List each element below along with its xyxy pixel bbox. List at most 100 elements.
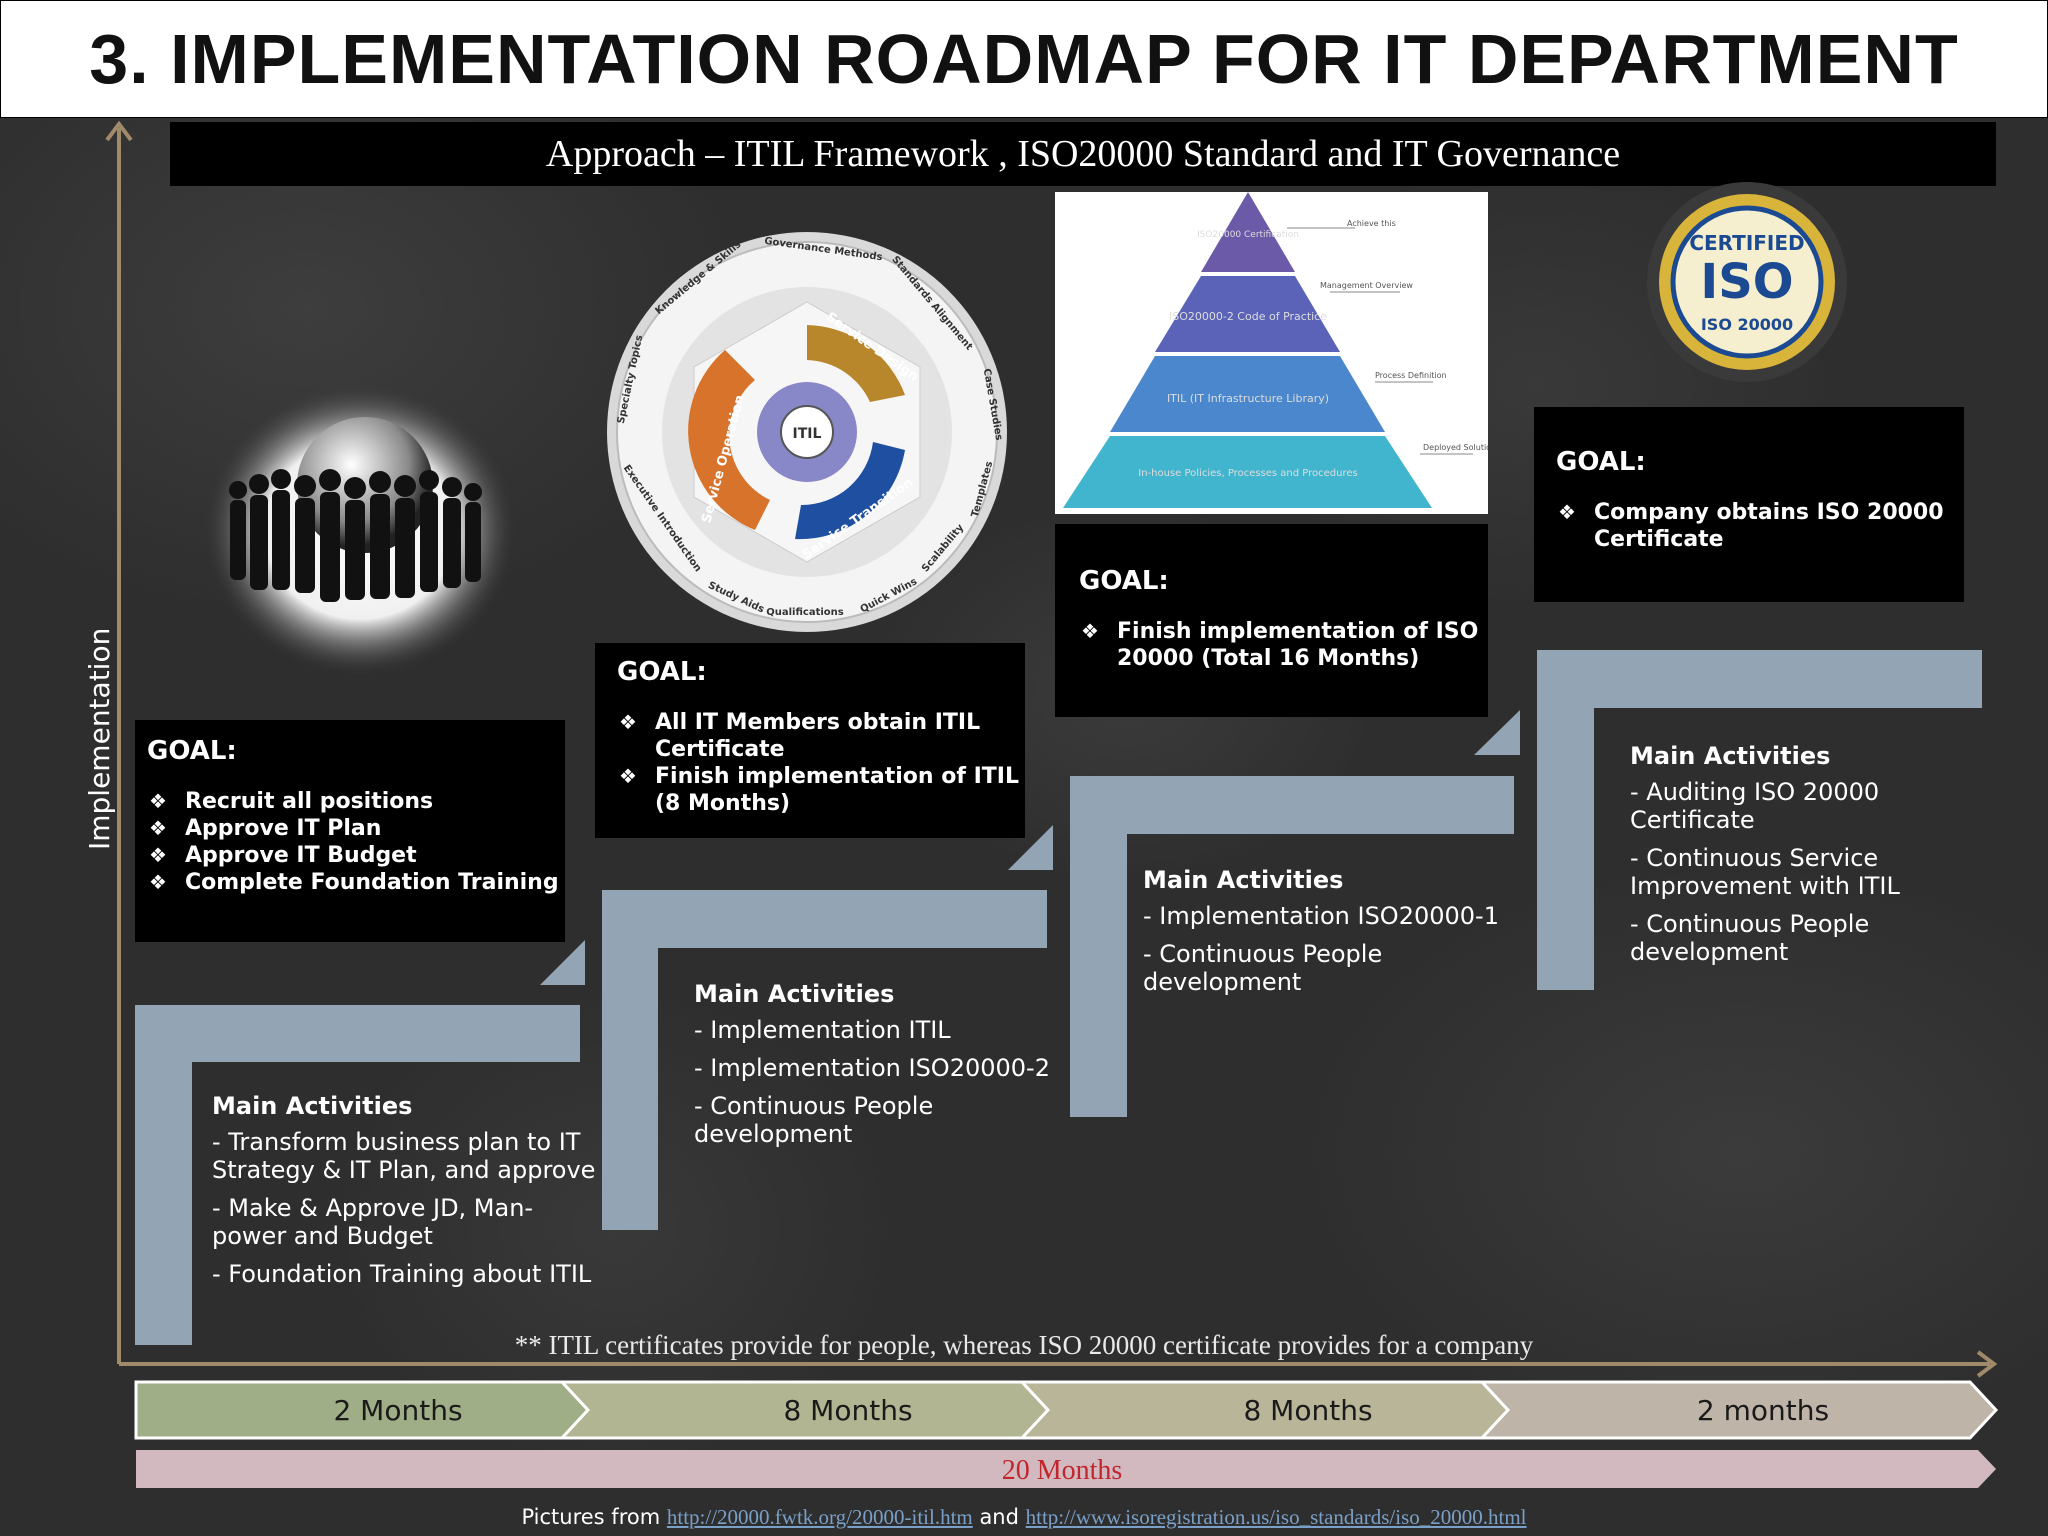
step-shape-1 [135, 1005, 580, 1345]
goal-box-2: GOAL: ❖All IT Members obtain ITIL Certif… [595, 643, 1025, 838]
pyramid-tier-1 [1201, 192, 1295, 272]
goal-heading: GOAL: [147, 736, 237, 766]
pyramid-tier-3 [1110, 356, 1385, 432]
activity-item: - Implementation ISO20000-1 [1143, 902, 1499, 930]
goal-heading: GOAL: [1079, 566, 1169, 596]
goal-heading: GOAL: [1556, 447, 1646, 477]
goal-item: ❖Recruit all positions [149, 789, 434, 814]
activity-item: - Continuous Service Improvement with IT… [1630, 844, 1900, 900]
activities-heading: Main Activities [694, 980, 895, 1008]
goal-item: ❖Approve IT Plan [149, 816, 382, 841]
iso-badge-top-text: CERTIFIED [1689, 231, 1804, 255]
activity-item: - Continuous People development [1143, 940, 1383, 996]
activity-item: - Continuous People development [694, 1092, 934, 1148]
iso-pyramid-image: ISO20000 Certification ISO20000-2 Code o… [1055, 192, 1488, 514]
step-connector-1 [540, 940, 585, 985]
bullet-icon: ❖ [619, 764, 637, 788]
credits-joiner: and [979, 1505, 1019, 1529]
pyramid-side-label-1: Achieve this [1347, 219, 1396, 228]
pyramid-tier-2-label: ISO20000-2 Code of Practice [1169, 310, 1327, 323]
bullet-icon: ❖ [149, 870, 167, 894]
ring-label-6: Qualifications [766, 607, 844, 618]
step-connector-3 [1474, 710, 1520, 755]
total-duration-label: 20 Months [1002, 1455, 1123, 1486]
iso-certified-badge-image: CERTIFIED ISO ISO 20000 [1647, 182, 1847, 382]
activities-heading: Main Activities [212, 1092, 413, 1120]
goal-item: ❖Complete Foundation Training [149, 870, 559, 895]
activity-item: - Make & Approve JD, Man-power and Budge… [212, 1194, 534, 1250]
goal-box-1: GOAL: ❖Recruit all positions ❖Approve IT… [135, 720, 565, 942]
bullet-icon: ❖ [149, 816, 167, 840]
iso-badge-center-text: ISO [1700, 254, 1793, 310]
goal-list: ❖Finish implementation of ISO 20000 (Tot… [1079, 618, 1488, 672]
pyramid-side-label-4: Deployed Solution [1423, 443, 1488, 452]
pyramid-tier-4-label: In-house Policies, Processes and Procedu… [1138, 468, 1358, 479]
goal-item: ❖Finish implementation of ISO 20000 (Tot… [1081, 619, 1479, 671]
duration-label-4: 2 months [1697, 1394, 1829, 1427]
duration-label-2: 8 Months [783, 1394, 912, 1427]
goal-item: ❖Finish implementation of ITIL (8 Months… [619, 764, 1019, 816]
bullet-icon: ❖ [149, 789, 167, 813]
service-design-arc [807, 325, 905, 402]
duration-band-4 [1478, 1380, 1999, 1440]
title-bar: 3. IMPLEMENTATION ROADMAP FOR IT DEPARTM… [0, 0, 2048, 118]
pyramid-tier-2 [1155, 276, 1340, 352]
activity-item: - Transform business plan to IT Strategy… [212, 1128, 596, 1184]
page-title: 3. IMPLEMENTATION ROADMAP FOR IT DEPARTM… [89, 20, 1959, 98]
y-axis-arrow-icon [105, 120, 133, 142]
total-duration-bar [136, 1450, 1996, 1488]
step-shape-3 [1070, 776, 1514, 1117]
activities-heading: Main Activities [1143, 866, 1344, 894]
pyramid-tier-3-label: ITIL (IT Infrastructure Library) [1167, 392, 1329, 405]
bullet-icon: ❖ [1558, 500, 1576, 524]
activity-item: - Implementation ISO20000-2 [694, 1054, 1050, 1082]
goal-box-3: GOAL: ❖Finish implementation of ISO 2000… [1055, 524, 1488, 717]
goal-item: ❖All IT Members obtain ITIL Certificate [619, 710, 981, 762]
pyramid-side-label-2: Management Overview [1320, 281, 1413, 290]
activity-item: - Implementation ITIL [694, 1016, 951, 1044]
activity-item: - Continuous People development [1630, 910, 1870, 966]
duration-label-1: 2 Months [333, 1394, 462, 1427]
goal-heading: GOAL: [617, 657, 707, 687]
pyramid-tier-1-label: ISO20000 Certification [1197, 230, 1299, 240]
goal-list: ❖Recruit all positions ❖Approve IT Plan … [147, 788, 565, 896]
step-connector-2 [1008, 825, 1053, 870]
activities-2: Main Activities - Implementation ITIL - … [694, 980, 1054, 1158]
people-silhouettes-icon [229, 469, 482, 602]
duration-label-3: 8 Months [1243, 1394, 1372, 1427]
pyramid-side-label-3: Process Definition [1375, 371, 1447, 380]
activities-4: Main Activities - Auditing ISO 20000 Cer… [1630, 742, 1960, 976]
activity-item: - Foundation Training about ITIL [212, 1260, 592, 1288]
goal-list: ❖All IT Members obtain ITIL Certificate … [617, 709, 1025, 817]
step-shape-4 [1537, 650, 1982, 990]
bullet-icon: ❖ [1081, 619, 1099, 643]
pyramid-tier-4 [1063, 436, 1432, 508]
goal-item: ❖Approve IT Budget [149, 843, 417, 868]
goal-box-4: GOAL: ❖Company obtains ISO 20000 Certifi… [1534, 407, 1964, 602]
page-subtitle: Approach – ITIL Framework , ISO20000 Sta… [545, 133, 1621, 175]
service-operation-arc [688, 350, 770, 530]
credit-link-2[interactable]: http://www.isoregistration.us/iso_standa… [1025, 1505, 1527, 1529]
activities-1: Main Activities - Transform business pla… [212, 1092, 602, 1298]
subtitle-bar: Approach – ITIL Framework , ISO20000 Sta… [170, 122, 1996, 186]
activities-3: Main Activities - Implementation ISO2000… [1143, 866, 1513, 1006]
service-transition-arc [795, 442, 905, 540]
activities-heading: Main Activities [1630, 742, 1831, 770]
iso-badge-bottom-text: ISO 20000 [1701, 315, 1793, 334]
step-shape-2 [602, 890, 1047, 1230]
itil-wheel-image: ITIL Service Design Service Transition S… [607, 232, 1007, 632]
bullet-icon: ❖ [619, 710, 637, 734]
itil-center-text: ITIL [793, 426, 822, 442]
goal-list: ❖Company obtains ISO 20000 Certificate [1556, 499, 1964, 553]
goal-item: ❖Company obtains ISO 20000 Certificate [1558, 500, 1944, 552]
picture-credits: Pictures from http://20000.fwtk.org/2000… [0, 1505, 2048, 1530]
bullet-icon: ❖ [149, 843, 167, 867]
footnote: ** ITIL certificates provide for people,… [514, 1330, 1534, 1360]
activity-item: - Auditing ISO 20000 Certificate [1630, 778, 1880, 834]
credit-link-1[interactable]: http://20000.fwtk.org/20000-itil.htm [666, 1505, 973, 1529]
team-globe-image [202, 382, 518, 678]
credits-prefix: Pictures from [521, 1505, 661, 1529]
x-axis-arrow-icon [1976, 1350, 1998, 1378]
